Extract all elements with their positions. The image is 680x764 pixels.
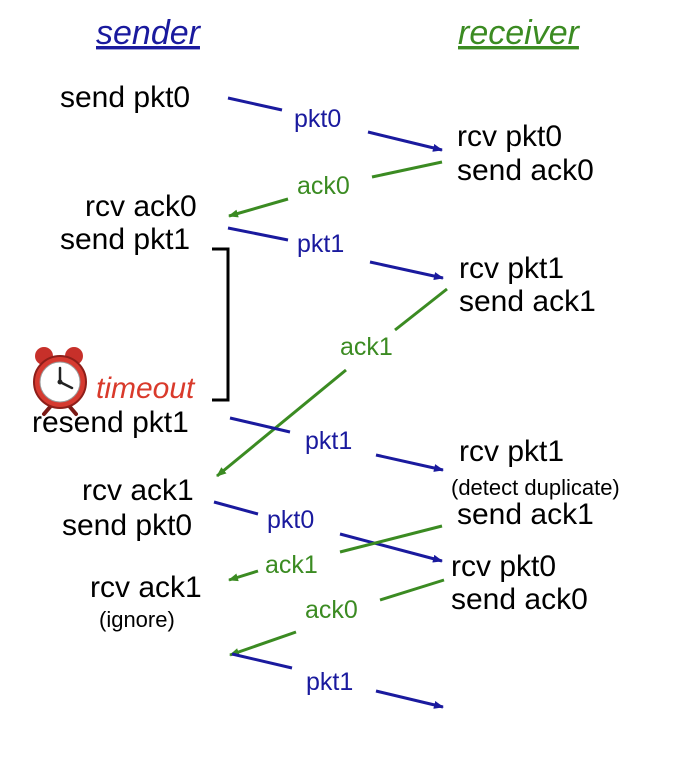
msg-pkt0-b-arrow-b [339,532,443,563]
sender-ignore: (ignore) [99,607,175,632]
msg-ack0-b-arrow-b [229,630,297,657]
sender-timeout: timeout [96,372,196,405]
msg-pkt1-resend-arrow-a [229,416,291,434]
msg-pkt1-label: pkt1 [297,230,344,258]
receiver-rcv-pkt0: rcv pkt0 [457,120,562,153]
receiver-rcv-pkt1: rcv pkt1 [459,252,564,285]
msg-ack0-b-arrow-a [379,578,445,602]
msg-ack1-dup-label: ack1 [265,551,318,579]
msg-pkt1-c-label: pkt1 [306,668,353,696]
msg-ack1-arrow-a [394,287,448,332]
msg-ack0-arrow-a [371,160,443,179]
receiver-detect-duplicate: (detect duplicate) [451,475,620,500]
receiver-send-ack0-b: send ack0 [451,583,588,616]
msg-pkt1-resend-arrow-b [375,453,444,472]
msg-ack1-dup-arrow-b [228,569,259,582]
timeout-bracket [212,247,230,402]
msg-pkt0-b-label: pkt0 [267,506,314,534]
msg-ack1-dup-arrow-a [339,524,443,554]
msg-ack0-arrow-b [228,197,289,218]
msg-pkt0-arrow-a [227,96,283,112]
sender-rcv-ack1-a: rcv ack1 [82,474,194,507]
receiver-rcv-pkt0-b: rcv pkt0 [451,550,556,583]
sender-rcv-ack1-b: rcv ack1 [90,571,202,604]
msg-pkt0-label: pkt0 [294,105,341,133]
sender-rcv-ack0: rcv ack0 [85,190,197,223]
msg-pkt1-arrow-a [227,226,289,242]
sender-send-pkt0: send pkt0 [60,81,190,114]
msg-pkt0-b-arrow-a [213,500,259,516]
sender-resend-pkt1: resend pkt1 [32,406,189,439]
msg-pkt1-c-arrow-b [375,689,444,709]
alarm-clock-icon [33,347,87,416]
msg-ack1-arrow-b [216,368,347,478]
receiver-header: receiver [458,14,581,52]
sender-send-pkt0-b: send pkt0 [62,509,192,542]
msg-ack0-b-label: ack0 [305,596,358,624]
sender-send-pkt1: send pkt1 [60,223,190,256]
receiver-send-ack0: send ack0 [457,154,594,187]
msg-pkt0-arrow-b [367,130,443,152]
sender-header: sender [96,14,202,52]
receiver-rcv-pkt1-dup: rcv pkt1 [459,435,564,468]
msg-pkt1-c-arrow-a [231,652,293,670]
receiver-send-ack1: send ack1 [459,285,596,318]
msg-ack0-label: ack0 [297,172,350,200]
msg-ack1-label: ack1 [340,333,393,361]
msg-pkt1-arrow-b [369,260,444,280]
msg-pkt1-resend-label: pkt1 [305,427,352,455]
receiver-send-ack1-dup: send ack1 [457,498,594,531]
